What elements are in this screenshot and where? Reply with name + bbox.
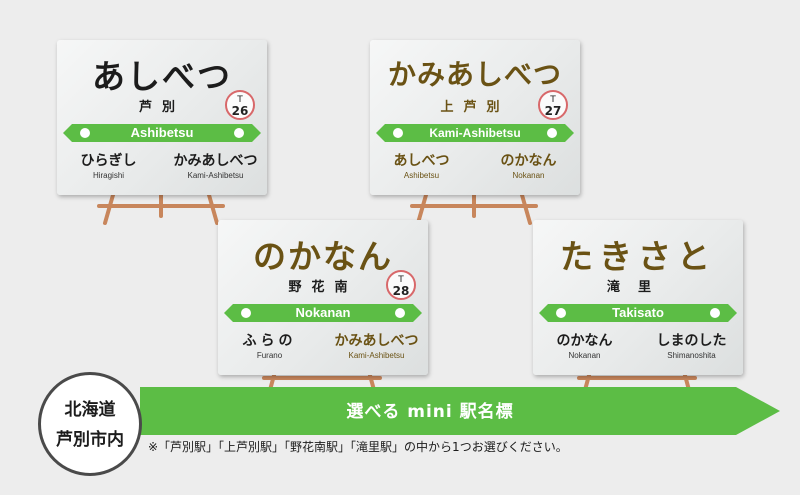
region-badge-line1: 北海道 bbox=[64, 400, 116, 420]
numbering-prefix: T bbox=[237, 95, 243, 105]
next-station: かみあしべつ Kami-Ashibetsu bbox=[329, 330, 424, 360]
prev-station: のかなん Nokanan bbox=[537, 330, 632, 360]
numbering-prefix: T bbox=[550, 95, 556, 105]
sign-board: あしべつ 芦別 T 26 Ashibetsu ひらぎし Hiragishi かみ… bbox=[57, 40, 267, 195]
sign-board: かみあしべつ 上芦別 T 27 Kami-Ashibetsu あしべつ Ashi… bbox=[370, 40, 580, 195]
numbering-number: 26 bbox=[231, 104, 249, 118]
prev-station-kana: ひらぎし bbox=[80, 153, 137, 169]
prev-station-kana: のかなん bbox=[556, 333, 613, 349]
station-name-kanji: 滝里 bbox=[606, 280, 669, 295]
prev-station: あしべつ Ashibetsu bbox=[374, 150, 469, 180]
station-name-romaji: Ashibetsu bbox=[130, 125, 194, 140]
region-badge-line2: 芦別市内 bbox=[56, 430, 124, 450]
line-band: Ashibetsu bbox=[63, 124, 261, 142]
prev-station-romaji: Hiragishi bbox=[92, 171, 125, 180]
green-arrow-banner bbox=[140, 387, 780, 435]
prev-station-kana: ふらの bbox=[242, 333, 297, 349]
prev-station-kana: あしべつ bbox=[393, 153, 450, 169]
sign-board: たきさと 滝里 Takisato のかなん Nokanan しまのした Shim… bbox=[533, 220, 743, 375]
numbering-number: 28 bbox=[392, 284, 410, 298]
next-station-romaji: Shimanoshita bbox=[667, 351, 716, 360]
station-name-kana: かみあしべつ bbox=[387, 58, 562, 91]
station-sign-kami-ashibetsu: かみあしべつ 上芦別 T 27 Kami-Ashibetsu あしべつ Ashi… bbox=[370, 40, 580, 230]
station-numbering-badge: T 26 bbox=[225, 90, 255, 120]
prev-station-romaji: Furano bbox=[256, 351, 283, 360]
station-name-romaji: Nokanan bbox=[295, 305, 351, 320]
prev-station: ふらの Furano bbox=[222, 330, 317, 360]
station-sign-ashibetsu: あしべつ 芦別 T 26 Ashibetsu ひらぎし Hiragishi かみ… bbox=[57, 40, 267, 230]
selection-note: ※「芦別駅」「上芦別駅」「野花南駅」「滝里駅」の中から1つお選びください。 bbox=[148, 440, 568, 454]
prev-station-romaji: Nokanan bbox=[568, 351, 601, 360]
station-sign-nokanan: のかなん 野花南 T 28 Nokanan ふらの Furano かみあしべつ bbox=[218, 220, 428, 392]
numbering-prefix: T bbox=[398, 275, 404, 285]
station-name-kana: あしべつ bbox=[92, 57, 232, 96]
sign-board: のかなん 野花南 T 28 Nokanan ふらの Furano かみあしべつ bbox=[218, 220, 428, 375]
next-station-kana: のかなん bbox=[500, 153, 557, 169]
next-station-romaji: Kami-Ashibetsu bbox=[187, 171, 244, 180]
station-name-kanji: 野花南 bbox=[288, 280, 358, 295]
line-band: Nokanan bbox=[224, 304, 422, 322]
numbering-number: 27 bbox=[544, 104, 562, 118]
station-name-kana: たきさと bbox=[560, 237, 716, 276]
next-station: のかなん Nokanan bbox=[481, 150, 576, 180]
line-band: Kami-Ashibetsu bbox=[376, 124, 574, 142]
prev-station-romaji: Ashibetsu bbox=[403, 171, 440, 180]
banner-title: 選べる mini 駅名標 bbox=[346, 402, 514, 422]
station-name-kanji: 芦別 bbox=[138, 100, 185, 115]
prev-station: ひらぎし Hiragishi bbox=[61, 150, 156, 180]
station-name-romaji: Takisato bbox=[612, 305, 664, 320]
next-station-kana: しまのした bbox=[656, 333, 727, 349]
region-badge: 北海道 芦別市内 bbox=[38, 372, 142, 476]
station-name-kanji: 上芦別 bbox=[440, 100, 510, 115]
next-station: しまのした Shimanoshita bbox=[644, 330, 739, 360]
next-station-romaji: Kami-Ashibetsu bbox=[348, 351, 405, 360]
station-name-romaji: Kami-Ashibetsu bbox=[429, 126, 521, 140]
station-name-kana: のかなん bbox=[253, 237, 393, 276]
next-station-kana: かみあしべつ bbox=[334, 333, 419, 349]
next-station-kana: かみあしべつ bbox=[173, 153, 258, 169]
station-sign-takisato: たきさと 滝里 Takisato のかなん Nokanan しまのした Shim… bbox=[533, 220, 743, 392]
next-station-romaji: Nokanan bbox=[512, 171, 545, 180]
station-numbering-badge: T 27 bbox=[538, 90, 568, 120]
line-band: Takisato bbox=[539, 304, 737, 322]
station-numbering-badge: T 28 bbox=[386, 270, 416, 300]
next-station: かみあしべつ Kami-Ashibetsu bbox=[168, 150, 263, 180]
